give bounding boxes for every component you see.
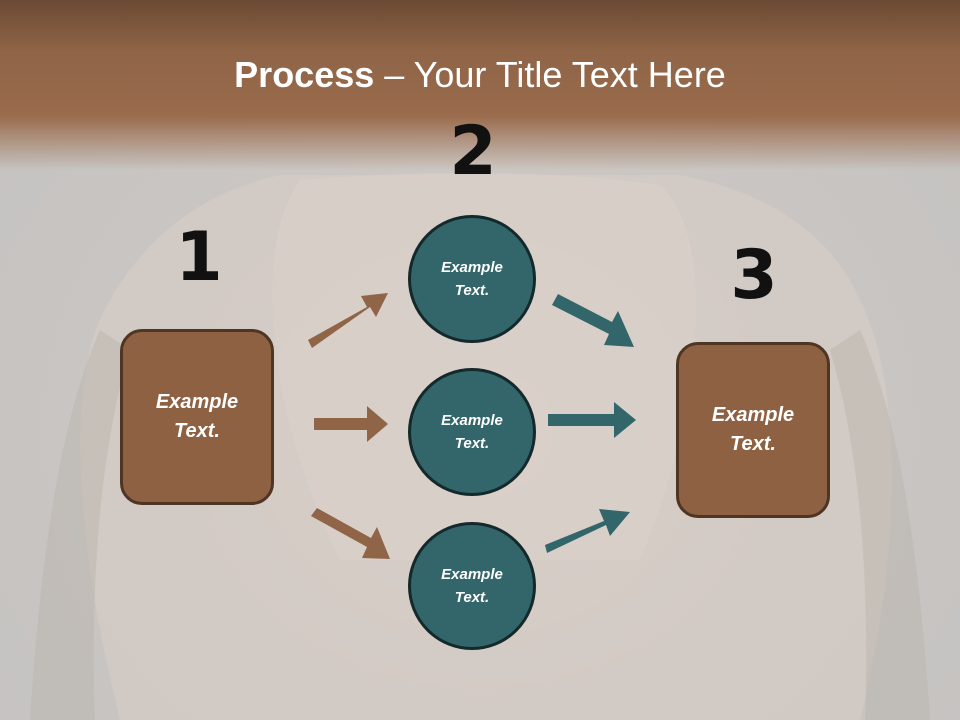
step-2-circle-bottom: Example Text. (408, 522, 536, 650)
title-band (0, 0, 960, 170)
arm-left-shadow (30, 330, 130, 720)
step-2-circle-middle-label: Example Text. (441, 412, 503, 452)
step-3-label: Example Text. (711, 404, 795, 455)
step-3-box: Example Text. (676, 342, 830, 518)
step-2-circle-middle: Example Text. (408, 368, 536, 496)
step-number-3: 3 (730, 236, 778, 315)
step-number-2: 2 (449, 112, 497, 191)
step-1-label: Example Text. (155, 391, 239, 442)
step-number-1: 1 (175, 218, 223, 297)
slide-title-rest: – Your Title Text Here (374, 54, 726, 95)
slide-title: Process – Your Title Text Here (0, 52, 960, 98)
torso-highlight (272, 173, 697, 560)
step-2-circle-top-label: Example Text. (441, 259, 503, 299)
slide-title-bold: Process (234, 54, 375, 95)
step-2-circle-bottom-label: Example Text. (441, 566, 503, 606)
step-2-circle-top: Example Text. (408, 215, 536, 343)
step-1-box: Example Text. (120, 329, 274, 505)
arm-right-shadow (830, 330, 930, 720)
